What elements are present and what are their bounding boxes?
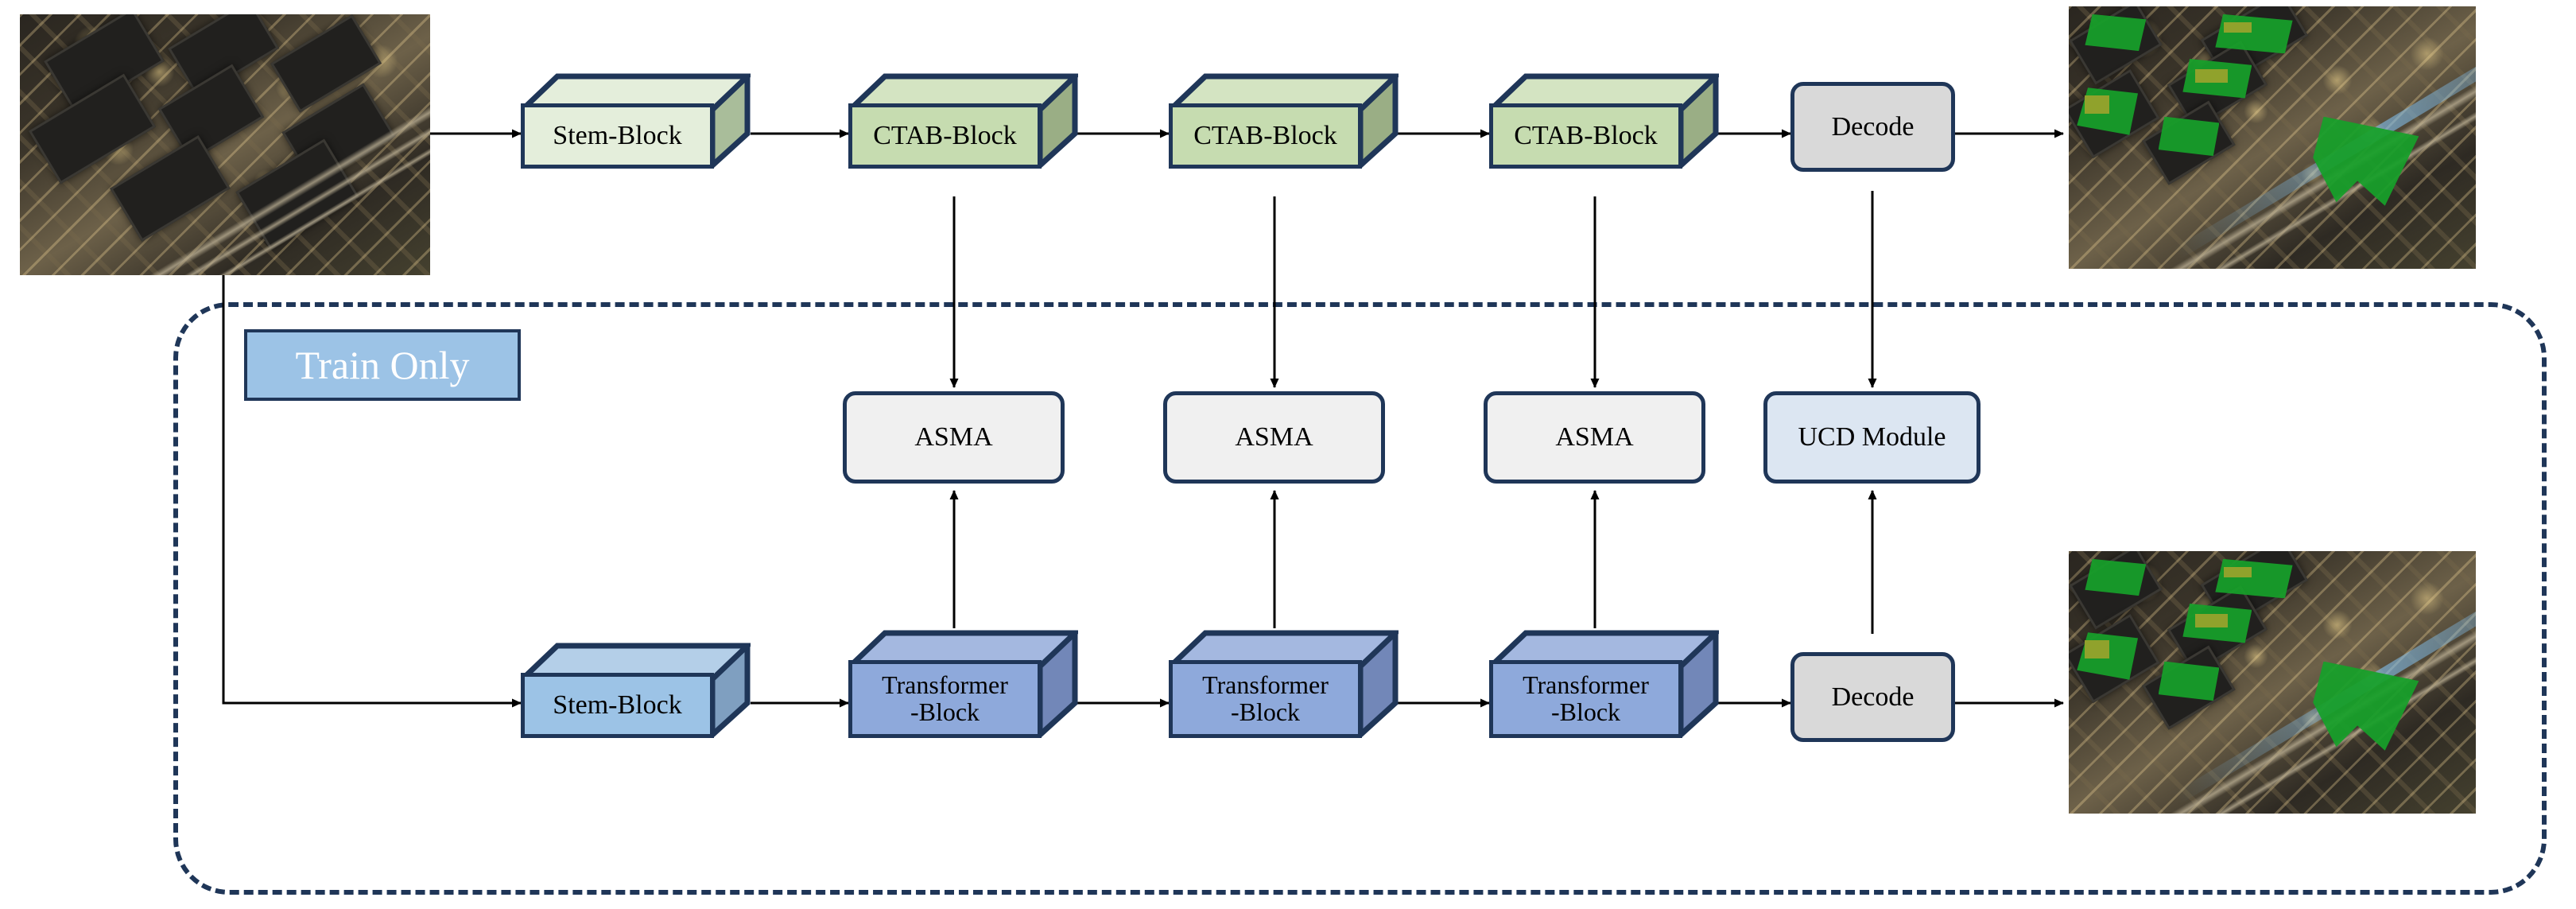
asma-1[interactable]: ASMA <box>843 391 1065 484</box>
decode-top[interactable]: Decode <box>1790 82 1955 172</box>
transformer-block-2-label-line2: -Block <box>1230 697 1301 726</box>
transformer-block-3-face: Transformer -Block <box>1489 660 1682 738</box>
stem-block-top[interactable]: Stem-Block <box>521 73 751 169</box>
ctab-block-1-label: CTAB-Block <box>873 121 1017 151</box>
transformer-block-3[interactable]: Transformer -Block <box>1489 630 1719 738</box>
transformer-block-3-label-line2: -Block <box>1550 697 1621 726</box>
stem-block-top-label: Stem-Block <box>553 121 682 151</box>
stem-block-bottom[interactable]: Stem-Block <box>521 643 751 738</box>
ctab-block-3-label: CTAB-Block <box>1514 121 1658 151</box>
stem-block-bottom-face: Stem-Block <box>521 673 714 738</box>
stem-block-top-face: Stem-Block <box>521 103 714 169</box>
decode-bottom-label: Decode <box>1831 682 1915 712</box>
transformer-block-2-label-line1: Transformer <box>1202 670 1329 700</box>
transformer-block-2[interactable]: Transformer -Block <box>1169 630 1399 738</box>
transformer-block-2-face: Transformer -Block <box>1169 660 1362 738</box>
ctab-block-2-face: CTAB-Block <box>1169 103 1362 169</box>
ctab-block-2[interactable]: CTAB-Block <box>1169 73 1399 169</box>
transformer-block-3-label-line1: Transformer <box>1523 670 1649 700</box>
ctab-block-2-label: CTAB-Block <box>1193 121 1337 151</box>
ctab-block-1[interactable]: CTAB-Block <box>848 73 1078 169</box>
train-only-badge-label: Train Only <box>295 343 470 387</box>
transformer-block-1-face: Transformer -Block <box>848 660 1042 738</box>
output-satellite-image-bottom <box>2069 551 2476 814</box>
ctab-block-3[interactable]: CTAB-Block <box>1489 73 1719 169</box>
output-satellite-image-top <box>2069 6 2476 269</box>
asma-2-label: ASMA <box>1235 422 1313 452</box>
ctab-block-1-face: CTAB-Block <box>848 103 1042 169</box>
transformer-block-1[interactable]: Transformer -Block <box>848 630 1078 738</box>
ctab-block-3-face: CTAB-Block <box>1489 103 1682 169</box>
input-satellite-image <box>20 14 430 275</box>
decode-top-label: Decode <box>1831 111 1915 142</box>
train-only-region <box>173 302 2547 895</box>
asma-3[interactable]: ASMA <box>1484 391 1705 484</box>
stem-block-bottom-label: Stem-Block <box>553 690 682 721</box>
ucd-module[interactable]: UCD Module <box>1763 391 1980 484</box>
decode-bottom[interactable]: Decode <box>1790 652 1955 742</box>
asma-1-label: ASMA <box>914 422 993 452</box>
transformer-block-1-label-line1: Transformer <box>882 670 1008 700</box>
ucd-module-label: UCD Module <box>1798 422 1946 452</box>
asma-2[interactable]: ASMA <box>1163 391 1385 484</box>
asma-3-label: ASMA <box>1555 422 1634 452</box>
train-only-badge: Train Only <box>244 329 521 401</box>
transformer-block-1-label-line2: -Block <box>910 697 980 726</box>
